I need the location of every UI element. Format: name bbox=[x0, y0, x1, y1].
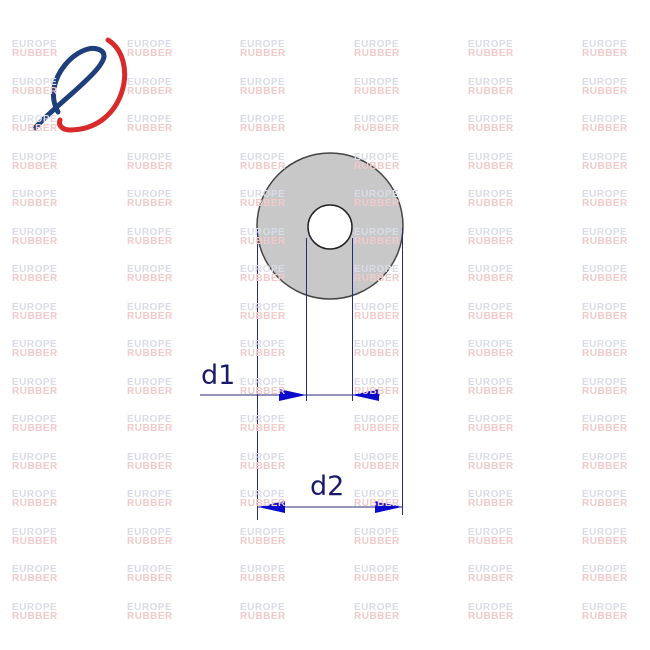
d2-label: d2 bbox=[310, 471, 344, 502]
d1-arrow-right bbox=[279, 389, 306, 401]
extension-lines bbox=[257, 228, 403, 520]
d1-arrow-left bbox=[352, 389, 379, 401]
d2-arrow-right bbox=[375, 501, 402, 513]
washer-hole bbox=[307, 204, 353, 250]
washer bbox=[256, 152, 404, 300]
d2-dimension: d2 bbox=[258, 471, 402, 513]
europe-rubber-logo bbox=[32, 37, 127, 133]
d1-dimension: d1 bbox=[200, 360, 380, 401]
d1-label: d1 bbox=[201, 360, 235, 391]
d2-arrow-left bbox=[258, 501, 285, 513]
